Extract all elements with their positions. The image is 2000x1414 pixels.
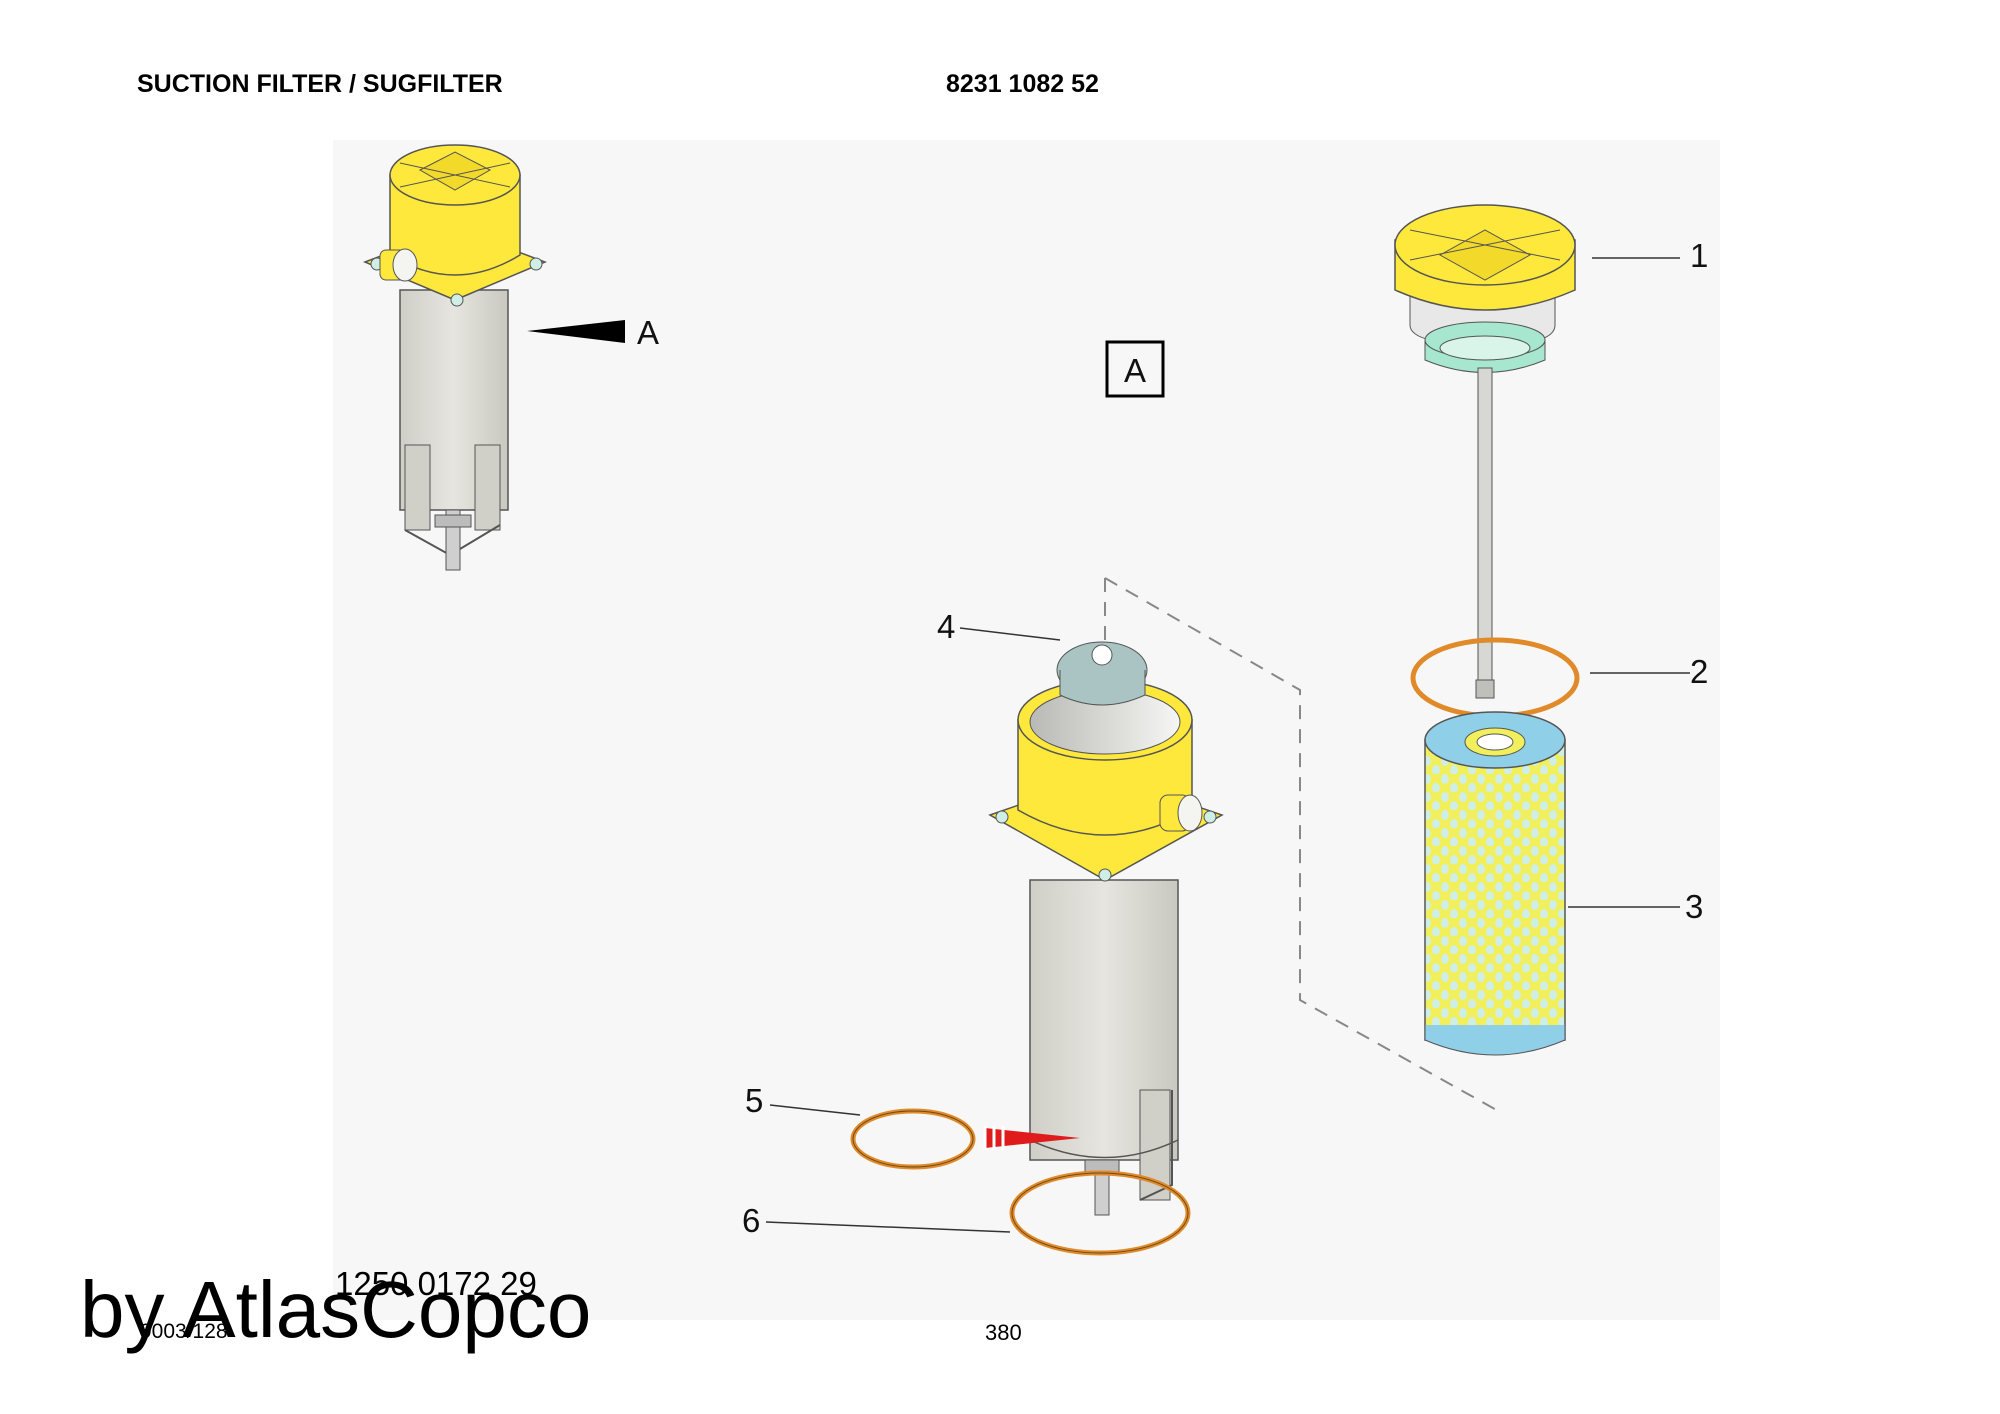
document-title: SUCTION FILTER / SUGFILTER [137, 70, 503, 98]
dashed-explode-line [1104, 577, 1501, 1113]
o-ring-large-outline [1011, 1172, 1189, 1254]
footer-reference: 9003/128 [140, 1320, 228, 1343]
valve-insert [1056, 641, 1148, 706]
detail-box [1105, 340, 1165, 398]
detail-pointer-arrow [527, 320, 625, 343]
seal-location-arrow [983, 1126, 1080, 1150]
callout-3: 3 [1685, 888, 1703, 925]
callout-4: 4 [937, 608, 955, 645]
part-number: 8231 1082 52 [946, 70, 1099, 98]
filter-housing [988, 679, 1224, 1216]
detail-pointer-label: A [637, 314, 659, 351]
callout-5: 5 [745, 1082, 763, 1119]
page-number: 380 [985, 1320, 1022, 1345]
detail-box-label: A [1124, 352, 1146, 389]
callout-2: 2 [1690, 653, 1708, 690]
o-ring-small-outline [852, 1110, 974, 1168]
assembled-filter-overview [362, 144, 548, 571]
leader-4 [959, 627, 1061, 641]
filter-cap [1394, 204, 1576, 699]
leader-6 [765, 1221, 1011, 1233]
filter-cartridge [1424, 711, 1566, 1056]
drawing-code: 1250 0172 29 [335, 1265, 537, 1302]
callout-1: 1 [1690, 237, 1708, 274]
callout-6: 6 [742, 1202, 760, 1239]
watermark: by AtlasCopco [80, 1265, 592, 1354]
leader-5 [769, 1104, 861, 1116]
